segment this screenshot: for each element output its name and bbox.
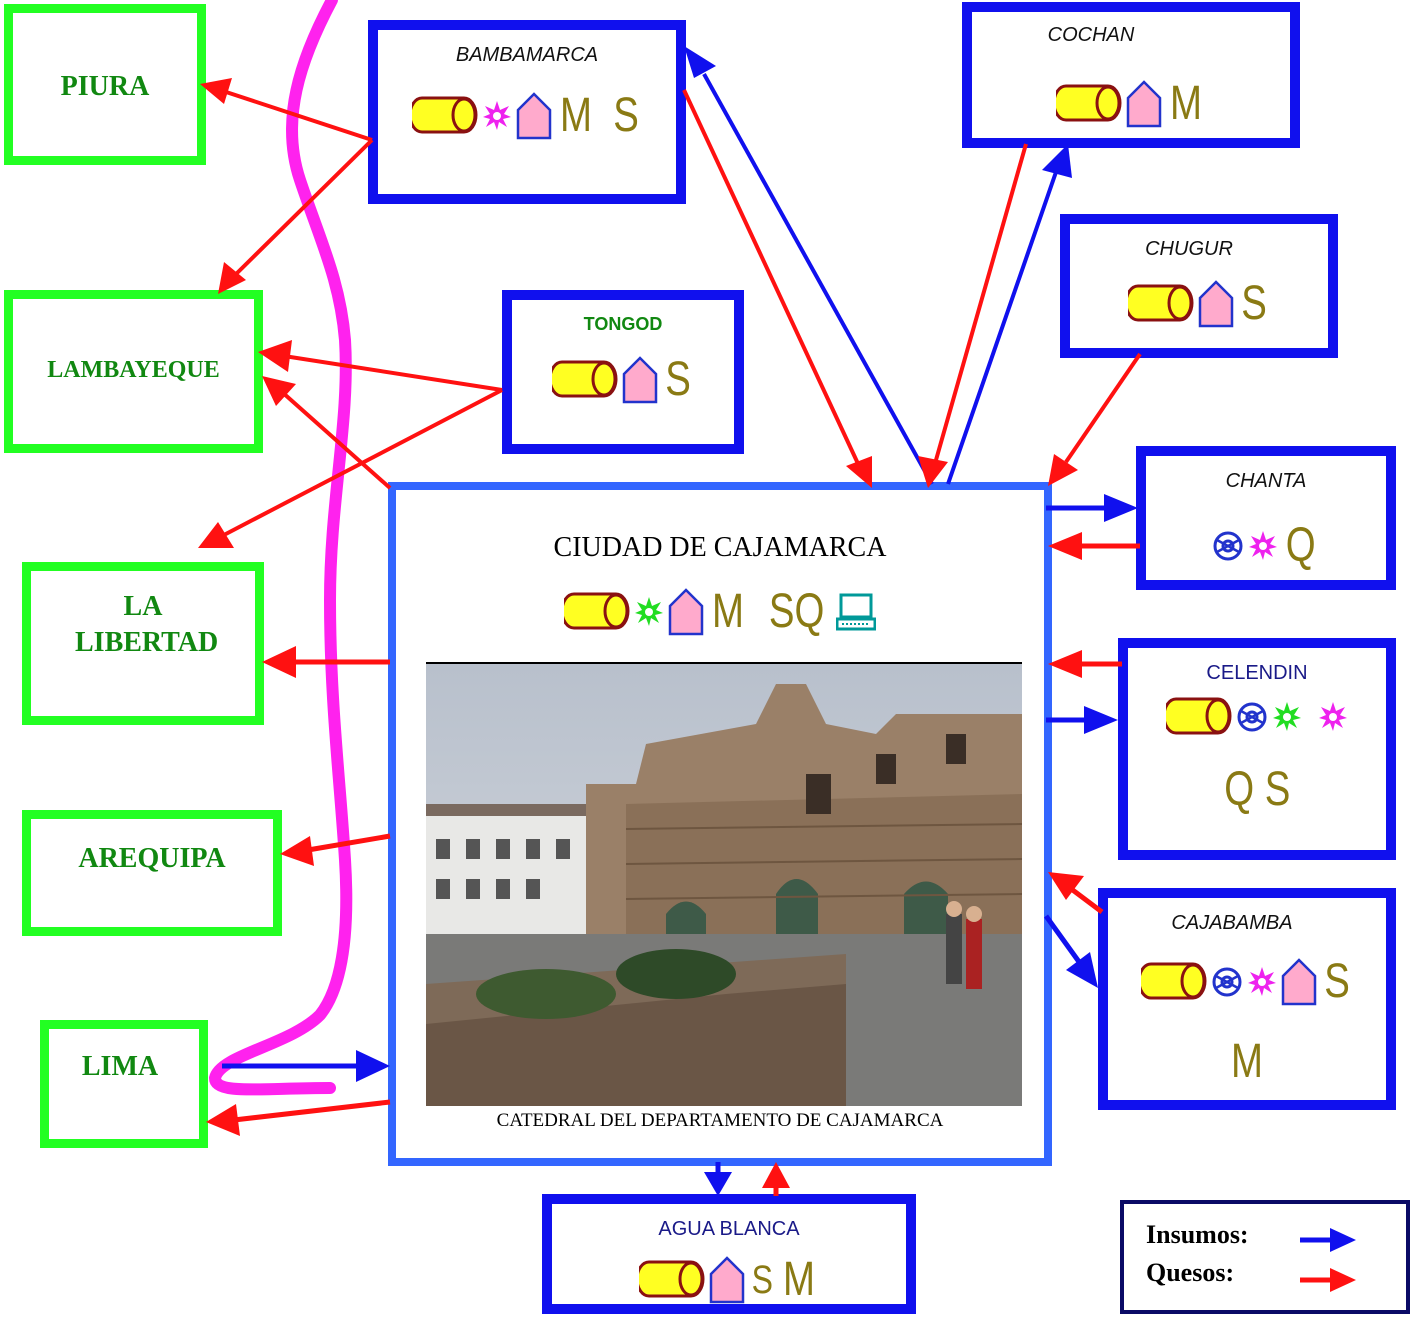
destination-label: LA LIBERTAD (75, 591, 219, 659)
town-chanta: CHANTA Q (1136, 446, 1396, 590)
town-label: AGUA BLANCA (658, 1218, 800, 1240)
magenta-star-icon (1247, 967, 1276, 996)
town-label: CAJABAMBA (1171, 912, 1293, 934)
green-star-icon (635, 597, 664, 626)
letter-m: M (1230, 1035, 1263, 1088)
destination-piura: PIURA (4, 4, 206, 165)
magenta-star-icon (1249, 531, 1278, 560)
letter-m: M (1169, 77, 1202, 130)
cheese-cylinder-icon (564, 592, 630, 630)
town-label: CHANTA (1225, 470, 1307, 492)
letter-s: S (751, 1258, 773, 1302)
town-cochan: COCHAN M (962, 2, 1300, 148)
house-icon (1126, 80, 1162, 128)
legend-blue-arrow-icon (1300, 1228, 1356, 1252)
house-icon (1281, 958, 1317, 1006)
photo-caption: CATEDRAL DEL DEPARTAMENTO DE CAJAMARCA (496, 1110, 944, 1131)
destination-label: LIMA (81, 1051, 159, 1082)
town-label: CELENDIN (1206, 662, 1308, 684)
town-agua-blanca: AGUA BLANCA S M (542, 1194, 916, 1314)
cheese-cylinder-icon (551, 360, 618, 398)
letter-m: M (783, 1253, 816, 1306)
destination-la-libertad: LA LIBERTAD (22, 562, 264, 725)
cheese-cylinder-icon (1127, 284, 1194, 322)
legend: Insumos: Quesos: (1120, 1200, 1410, 1314)
city-title: CIUDAD DE CAJAMARCA (553, 532, 887, 563)
destination-label: AREQUIPA (78, 843, 226, 874)
cheese-cylinder-icon (1056, 84, 1122, 122)
town-label: COCHAN (1047, 24, 1135, 46)
town-label: TONGOD (583, 314, 663, 334)
destination-label: PIURA (60, 71, 150, 102)
town-celendin: CELENDIN Q S (1118, 638, 1396, 860)
cheese-cylinder-icon (638, 1260, 705, 1298)
town-label: CHUGUR (1145, 238, 1233, 260)
destination-lima: LIMA (40, 1020, 208, 1148)
house-icon (1198, 280, 1234, 328)
letter-m: M (712, 585, 745, 638)
legend-quesos-label: Quesos: (1146, 1258, 1235, 1287)
reel-icon (1212, 967, 1242, 997)
destination-arequipa: AREQUIPA (22, 810, 282, 936)
house-icon (709, 1256, 744, 1304)
letter-q: Q (1286, 519, 1316, 572)
magenta-star-icon (1319, 702, 1347, 731)
letters-s-q: SQ (769, 585, 825, 638)
cheese-cylinder-icon (412, 96, 478, 134)
reel-icon (1237, 702, 1267, 732)
town-label: BAMBAMARCA (455, 44, 599, 66)
center-cajamarca: CIUDAD DE CAJAMARCA M SQ (388, 482, 1052, 1166)
destination-label: LAMBAYEQUE (47, 357, 220, 383)
magenta-star-icon (483, 101, 511, 130)
letter-s: S (665, 353, 691, 406)
letter-s: S (1324, 955, 1350, 1008)
house-icon (622, 356, 658, 404)
destination-lambayeque: LAMBAYEQUE (4, 290, 263, 453)
house-icon (516, 92, 552, 140)
green-star-icon (1273, 702, 1301, 731)
cathedral-photo (426, 662, 1022, 1106)
cheese-cylinder-icon (1140, 962, 1207, 1000)
letters-q-s: Q S (1223, 763, 1291, 816)
letter-s: S (613, 89, 639, 142)
cheese-cylinder-icon (1166, 697, 1232, 735)
town-bambamarca: BAMBAMARCA M S (368, 20, 686, 204)
house-icon (669, 588, 704, 636)
letter-m: M (559, 89, 592, 142)
town-cajabamba: CAJABAMBA S M (1098, 888, 1396, 1110)
letter-s: S (1241, 277, 1267, 330)
legend-red-arrow-icon (1300, 1268, 1356, 1292)
reel-icon (1213, 531, 1243, 561)
town-tongod: TONGOD S (502, 290, 744, 454)
legend-insumos-label: Insumos: (1146, 1220, 1249, 1249)
town-chugur: CHUGUR S (1060, 214, 1338, 358)
computer-icon (835, 593, 876, 631)
